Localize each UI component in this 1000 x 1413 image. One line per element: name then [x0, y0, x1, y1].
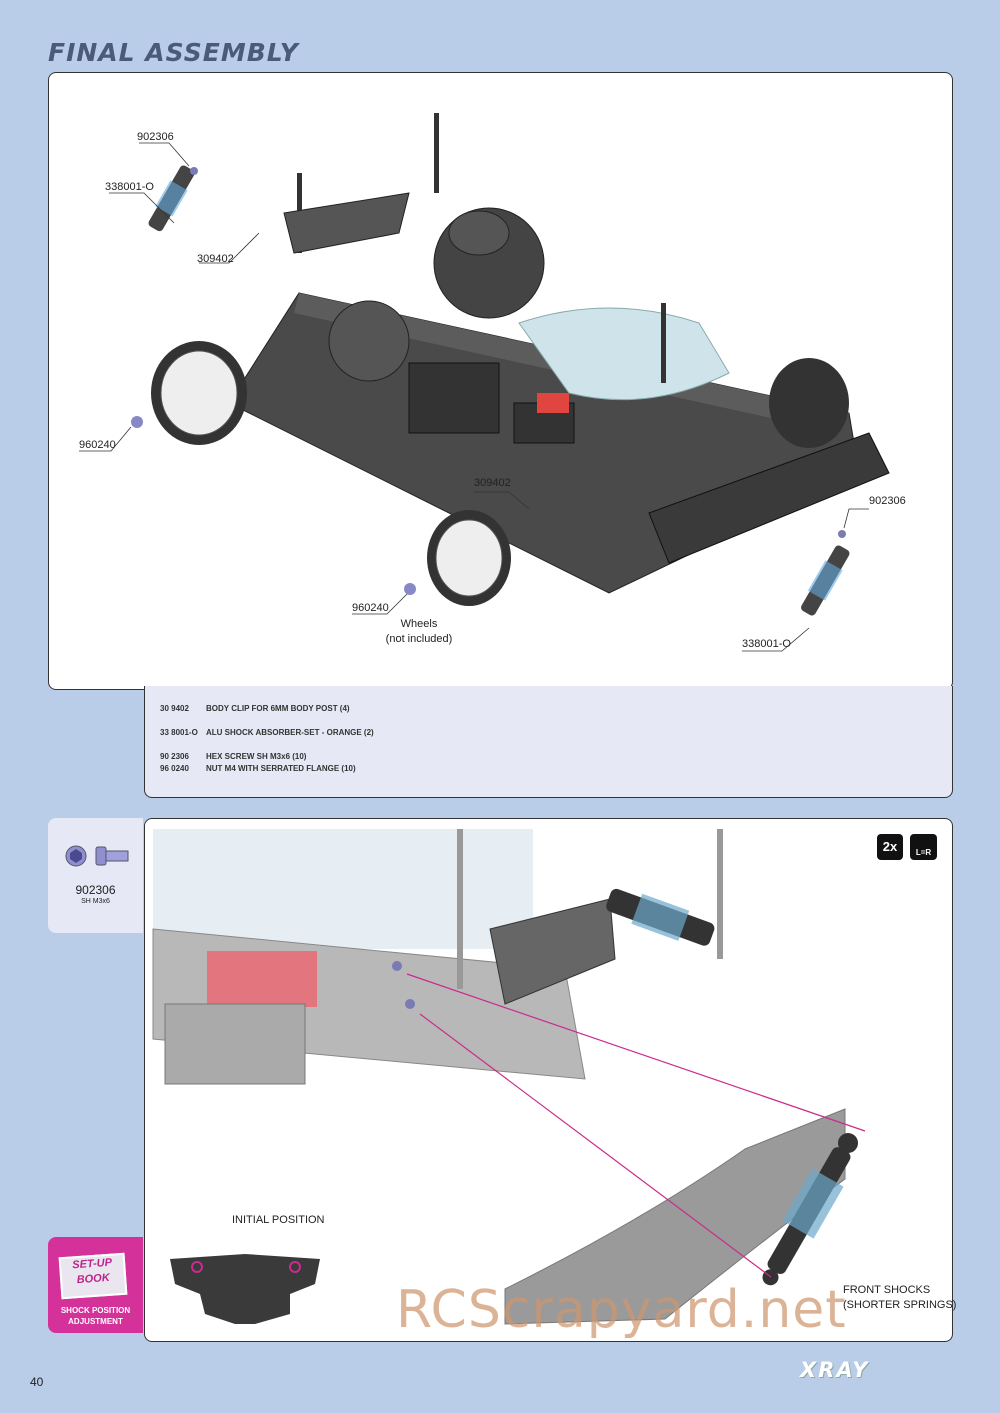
part-code: 30 9402	[160, 704, 189, 713]
callout-902306-top: 902306	[137, 131, 174, 143]
watermark: RCScrapyard.net	[396, 1280, 847, 1340]
part-row: 96 0240 NUT M4 WITH SERRATED FLANGE (10)	[160, 764, 356, 773]
hardware-desc: SH M3x6	[81, 898, 110, 905]
setup-book-box: SET-UP BOOK SHOCK POSITION ADJUSTMENT	[48, 1237, 143, 1333]
xray-logo: XRAY	[800, 1358, 870, 1382]
exploded-view-panel: 902306 338001-O 309402 960240 309402 902…	[48, 72, 953, 690]
quantity-badge: 2x	[877, 834, 903, 860]
callout-338001-bottom: 338001-O	[742, 638, 791, 650]
part-row: 33 8001-O ALU SHOCK ABSORBER-SET - ORANGE…	[160, 728, 374, 737]
callout-902306-right: 902306	[869, 495, 906, 507]
callout-338001-top: 338001-O	[105, 181, 154, 193]
part-code: 96 0240	[160, 764, 189, 773]
left-right-badge: L=R	[910, 834, 937, 860]
part-code: 90 2306	[160, 752, 189, 761]
part-description: ALU SHOCK ABSORBER-SET - ORANGE (2)	[206, 728, 374, 737]
part-row: 30 9402 BODY CLIP FOR 6MM BODY POST (4)	[160, 704, 350, 713]
callout-wheels: Wheels	[400, 618, 438, 630]
hardware-box: 902306 SH M3x6	[48, 818, 143, 933]
front-shocks-label: FRONT SHOCKS	[843, 1284, 931, 1296]
setup-caption: SHOCK POSITION ADJUSTMENT	[48, 1305, 143, 1327]
callout-960240-bottom: 960240	[352, 602, 389, 614]
callout-960240-top: 960240	[79, 439, 116, 451]
page-number: 40	[30, 1375, 44, 1389]
detail-view-panel: INITIAL POSITION FRONT SHOCKS (SHORTER S…	[144, 818, 957, 1342]
front-shocks-note: (SHORTER SPRINGS)	[843, 1299, 957, 1311]
part-code: 33 8001-O	[160, 728, 198, 737]
setup-caption-1: SHOCK POSITION	[60, 1306, 131, 1315]
part-description: BODY CLIP FOR 6MM BODY POST (4)	[206, 704, 350, 713]
initial-position-label: INITIAL POSITION	[232, 1214, 325, 1226]
front-shock-illustration	[152, 829, 866, 1325]
exploded-car-illustration	[79, 113, 890, 652]
hex-screw-icon	[65, 845, 129, 867]
setup-book-icon: SET-UP BOOK	[58, 1252, 128, 1300]
part-description: NUT M4 WITH SERRATED FLANGE (10)	[206, 764, 356, 773]
callout-wheels-note: (not included)	[385, 633, 453, 645]
hardware-code: 902306	[75, 883, 116, 897]
setup-caption-2: ADJUSTMENT	[68, 1317, 123, 1326]
page-title: FINAL ASSEMBLY	[48, 38, 299, 67]
left-right-label: L=R	[915, 848, 932, 857]
callout-309402-mid: 309402	[474, 477, 511, 489]
callout-309402-top: 309402	[197, 253, 234, 265]
setup-book-title-2: BOOK	[76, 1271, 111, 1287]
part-description: HEX SCREW SH M3x6 (10)	[206, 752, 307, 761]
part-row: 90 2306 HEX SCREW SH M3x6 (10)	[160, 752, 306, 761]
parts-list: 30 9402 BODY CLIP FOR 6MM BODY POST (4) 3…	[144, 686, 953, 798]
